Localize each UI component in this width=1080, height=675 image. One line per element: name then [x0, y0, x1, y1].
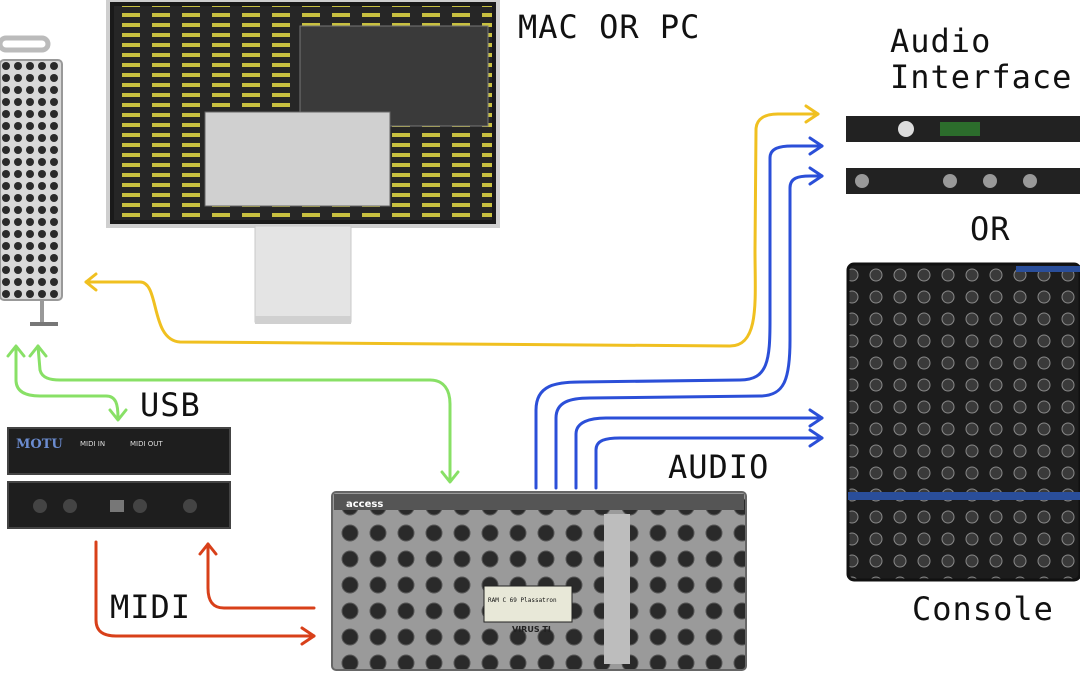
audio-interface-label-line1: Audio	[890, 22, 992, 60]
computer-audio-link	[84, 104, 820, 348]
audio-interface-top	[846, 116, 1080, 142]
midi-interface-out-label: MIDI OUT	[130, 440, 163, 448]
or-label: OR	[970, 210, 1011, 248]
usb-label: USB	[140, 386, 201, 424]
midi-interface-brand: MOTU	[16, 437, 63, 452]
midi-label: MIDI	[110, 588, 192, 626]
midi-interface-in-label: MIDI IN	[80, 440, 105, 448]
mixing-console	[846, 262, 1080, 582]
synth-brand: access	[346, 499, 383, 510]
audio-interface-bottom	[846, 168, 1080, 194]
audio-link	[534, 136, 824, 490]
midi-link	[94, 540, 316, 646]
midi-interface	[7, 427, 231, 529]
audio-label: AUDIO	[668, 448, 770, 486]
computer-label: MAC OR PC	[518, 8, 701, 46]
usb-link	[6, 344, 460, 484]
computer-monitor	[106, 0, 500, 324]
synth-display: RAM C 69 Plassatron	[488, 597, 557, 604]
synth-model: VIRUS TI	[512, 625, 551, 634]
virus-synth	[331, 491, 747, 671]
console-label: Console	[912, 590, 1054, 628]
mac-pro-tower	[0, 35, 63, 326]
audio-interface-label-line2: Interface	[890, 58, 1073, 96]
